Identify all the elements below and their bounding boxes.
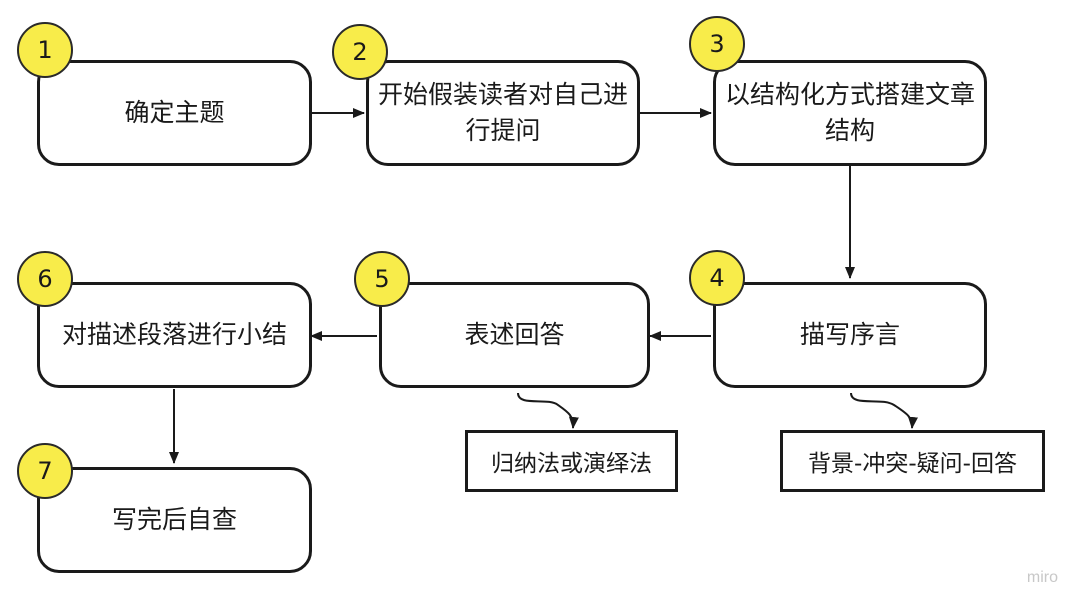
step-5-label: 表述回答: [464, 319, 565, 349]
step-5-number: 5: [374, 265, 390, 293]
step-4-number-badge: 4: [689, 250, 745, 306]
step-2-number-badge: 2: [332, 24, 388, 80]
step-4-number: 4: [709, 264, 725, 292]
step-3-box: 以结构化方式搭建文章结构: [713, 60, 987, 166]
step-6-label: 对描述段落进行小结: [61, 319, 287, 349]
step-2-label: 开始假装读者对自己进行提问: [377, 79, 628, 145]
step-7-box: 写完后自查: [37, 467, 312, 573]
connector-4-to-note: [850, 392, 918, 429]
step-3-label: 以结构化方式搭建文章结构: [724, 79, 975, 145]
step-6-number-badge: 6: [17, 251, 73, 307]
miro-watermark: miro: [1026, 569, 1058, 586]
step-1-box: 确定主题: [37, 60, 312, 166]
step-4-box: 描写序言: [713, 282, 987, 388]
step-2-box: 开始假装读者对自己进行提问: [366, 60, 640, 166]
step-5-number-badge: 5: [354, 251, 410, 307]
step-5-note: 归纳法或演绎法: [465, 430, 678, 492]
step-1-label: 确定主题: [124, 97, 225, 127]
step-4-note-label: 背景-冲突-疑问-回答: [808, 451, 1017, 477]
step-5-note-label: 归纳法或演绎法: [491, 451, 652, 477]
step-4-note: 背景-冲突-疑问-回答: [780, 430, 1045, 492]
step-5-box: 表述回答: [379, 282, 650, 388]
step-3-number: 3: [709, 30, 725, 58]
step-7-label: 写完后自查: [111, 504, 237, 534]
step-2-number: 2: [352, 38, 368, 66]
step-7-number: 7: [37, 457, 53, 485]
connector-5-to-note: [517, 392, 579, 429]
step-1-number-badge: 1: [17, 22, 73, 78]
step-6-box: 对描述段落进行小结: [37, 282, 312, 388]
step-6-number: 6: [37, 265, 53, 293]
step-3-number-badge: 3: [689, 16, 745, 72]
step-1-number: 1: [37, 36, 53, 64]
step-4-label: 描写序言: [799, 319, 900, 349]
step-7-number-badge: 7: [17, 443, 73, 499]
